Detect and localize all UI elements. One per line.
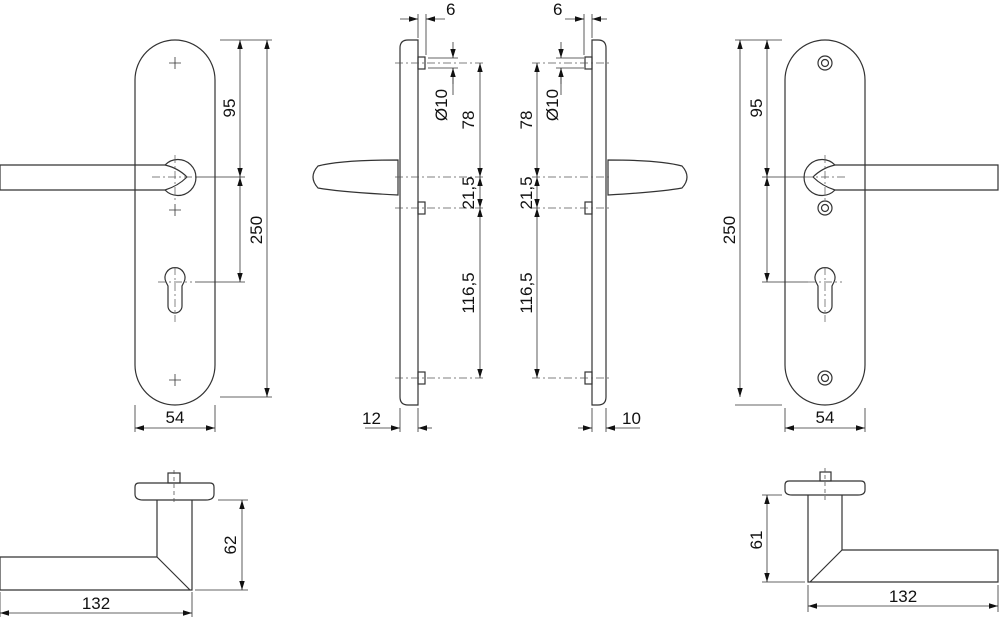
lever-side [312, 159, 399, 196]
screw-icon [817, 55, 833, 386]
front-view-right: 95 250 54 [720, 39, 999, 432]
lever-top [0, 500, 193, 591]
dim-diameter-10: Ø10 [432, 89, 451, 121]
screw-cross-icon [169, 57, 181, 386]
dim-132: 132 [889, 587, 917, 606]
dim-116-5: 116,5 [517, 272, 536, 313]
dim-78: 78 [517, 111, 536, 130]
dim-250: 250 [720, 216, 739, 244]
cylinder-cutout [164, 267, 186, 314]
backplate-side [399, 39, 419, 406]
dim-21-5: 21,5 [459, 176, 478, 209]
dim-6: 6 [553, 0, 562, 19]
dim-250: 250 [247, 216, 266, 244]
front-view-left: 95 250 54 [0, 39, 272, 432]
pin [417, 56, 426, 385]
dim-62: 62 [221, 536, 240, 555]
dim-12: 12 [362, 409, 381, 428]
side-view-left: 6 Ø10 78 21,5 116,5 12 [312, 0, 485, 432]
dim-10: 10 [622, 409, 641, 428]
top-view-left: 62 132 [0, 470, 248, 617]
rose-top [134, 482, 215, 501]
dim-6: 6 [446, 0, 455, 19]
spindle [819, 471, 832, 482]
dim-61: 61 [747, 531, 766, 550]
rose-top [784, 480, 866, 496]
rose [164, 158, 197, 197]
dim-78: 78 [459, 111, 478, 130]
side-view-right: 6 Ø10 78 21,5 116,5 10 [517, 0, 688, 432]
pin [584, 56, 593, 385]
dim-95: 95 [747, 99, 766, 118]
lever [835, 164, 999, 191]
dim-diameter-10: Ø10 [543, 89, 562, 121]
dim-21-5: 21,5 [517, 176, 536, 209]
cylinder-cutout [814, 267, 836, 314]
rose [803, 158, 836, 197]
backplate [134, 39, 216, 406]
dim-95: 95 [220, 99, 239, 118]
backplate-side [591, 39, 607, 406]
top-view-right: 61 132 [747, 468, 999, 612]
dim-116-5: 116,5 [459, 272, 478, 313]
dim-54: 54 [816, 408, 835, 427]
dim-54: 54 [166, 408, 185, 427]
lever-side [607, 159, 688, 196]
lever-top [807, 495, 999, 583]
backplate [784, 39, 866, 406]
dim-132: 132 [82, 594, 110, 613]
lever [0, 164, 165, 191]
